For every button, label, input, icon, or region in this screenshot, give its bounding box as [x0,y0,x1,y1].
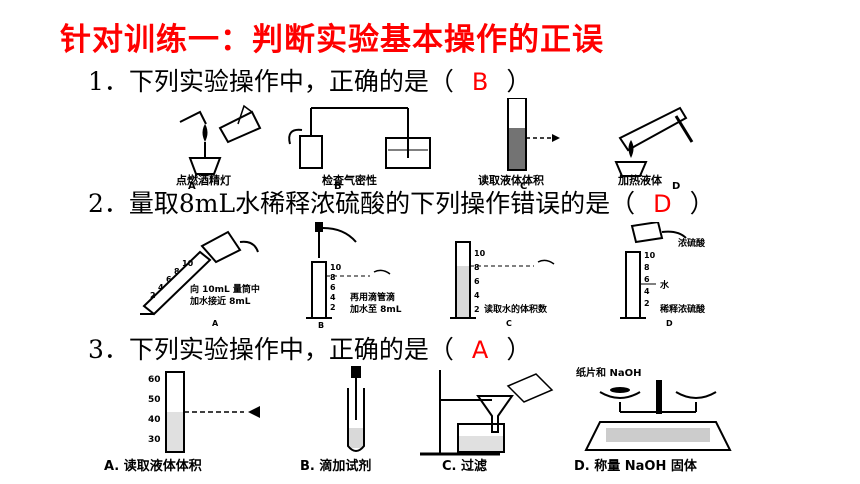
q2-a-tick-6: 6 [166,275,172,284]
question-3-answer: A [471,336,489,364]
q2-c-tick-4: 4 [474,291,480,300]
q2-a-tick-8: 8 [174,267,180,276]
q2-c-illustration: 10 8 6 4 2 [450,241,555,319]
q2-a-tick-4: 4 [158,283,164,292]
q2-figures: 10 8 6 4 2 向 10mL 量筒中 加水接近 8mL A 10 8 6 [130,222,720,332]
q2-a-caption-2: 加水接近 8mL [189,295,251,307]
q1-d-letter: D [672,181,680,192]
q2-d-tick-10: 10 [644,251,656,260]
q2-d-tick-2: 2 [644,299,650,308]
q2-a-tick-2: 2 [150,291,156,300]
q3-a-tick-40: 40 [148,415,161,425]
q1-c-caption: 读取液体体积 [478,173,544,187]
q2-b-tick-4: 4 [330,293,336,302]
q2-b-tick-8: 8 [330,273,336,282]
q3-figures: 60 50 40 30 A. 读取液体体积 B. 滴加试剂 [100,366,790,478]
q2-c-tick-8: 8 [474,263,480,272]
question-3-stem: 3．下列实验操作中，正确的是（ [88,335,454,364]
q2-b-tick-2: 2 [330,303,336,312]
q3-a-tick-50: 50 [148,395,161,405]
q3-a-tick-60: 60 [148,375,161,385]
q1-c-letter: C [520,181,527,192]
question-2-answer: D [653,190,672,218]
question-1-close: ） [506,67,532,96]
q2-d-water-label: 水 [660,279,670,291]
q1-b-airtight-illustration [288,107,431,169]
q3-d-top-label: 纸片和 NaOH [576,366,641,379]
question-2-close: ） [689,189,715,218]
q1-a-letter: A [188,181,196,192]
q3-b-caption: B. 滴加试剂 [300,458,371,474]
q2-c-tick-10: 10 [474,249,486,258]
q3-d-caption: D. 称量 NaOH 固体 [574,458,698,474]
q1-letters: A B C D [0,178,860,192]
q2-b-tick-6: 6 [330,283,336,292]
q2-d-acid-label: 浓硫酸 [678,237,706,249]
q1-a-caption: 点燃酒精灯 [176,173,231,187]
q1-b-letter: B [334,181,342,192]
q3-a-illustration: 60 50 40 30 [148,371,260,453]
q1-a-lamp-illustration [179,104,262,175]
q3-b-illustration [347,366,365,452]
q1-d-caption: 加热液体 [617,173,663,187]
q2-d-caption: 稀释浓硫酸 [660,303,706,315]
q2-a-letter: A [212,319,219,328]
question-2-stem: 2．量取8mL水稀释浓硫酸的下列操作错误的是（ [88,189,636,218]
question-1-answer: B [471,68,489,96]
q3-c-illustration [420,370,554,456]
q3-a-tick-30: 30 [148,435,161,445]
question-2: 2．量取8mL水稀释浓硫酸的下列操作错误的是（ D ） [88,184,715,220]
q2-d-tick-8: 8 [644,263,650,272]
q1-b-caption: 检查气密性 [322,173,377,187]
q2-d-tick-6: 6 [644,275,650,284]
q2-b-caption-2: 加水至 8mL [349,303,402,315]
question-3: 3．下列实验操作中，正确的是（ A ） [88,330,531,366]
q1-d-heating-illustration [614,106,694,177]
q2-d-illustration: 10 8 6 4 2 [620,222,687,319]
q2-c-tick-6: 6 [474,277,480,286]
slide-title: 针对训练一：判断实验基本操作的正误 [60,22,604,58]
q2-b-tick-10: 10 [330,263,342,272]
q3-c-caption: C. 过滤 [442,458,487,474]
q2-b-illustration: 10 8 6 4 2 [306,222,391,319]
question-3-close: ） [506,335,532,364]
q2-d-tick-4: 4 [644,287,650,296]
q3-a-caption: A. 读取液体体积 [104,458,202,474]
q2-b-letter: B [318,321,324,330]
q2-c-letter: C [506,319,512,328]
q2-a-illustration: 10 8 6 4 2 [140,230,259,316]
question-1-stem: 1．下列实验操作中，正确的是（ [88,67,454,96]
q3-d-illustration [584,380,732,451]
q2-a-tick-10: 10 [182,259,194,268]
q2-d-letter: D [666,319,673,328]
question-1: 1．下列实验操作中，正确的是（ B ） [88,62,531,98]
q2-c-tick-2: 2 [474,305,480,314]
q1-figures: 点燃酒精灯 检查气密性 读取液体体积 [140,98,700,190]
q2-a-caption-1: 向 10mL 量筒中 [190,283,260,295]
q2-b-caption-1: 再用滴管滴 [350,291,395,303]
q2-c-caption: 读取水的体积数 [484,303,548,315]
q1-c-cylinder-illustration [507,98,560,171]
